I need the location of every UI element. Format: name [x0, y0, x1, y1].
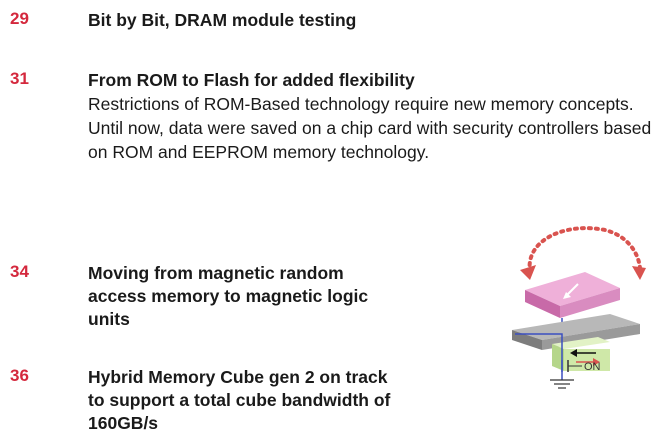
- pinned-arrowhead-black: [570, 349, 577, 357]
- arc-arrowhead-right: [632, 266, 646, 280]
- entry-description: Restrictions of ROM-Based technology req…: [88, 94, 652, 162]
- page-number: 36: [10, 366, 29, 385]
- page-number: 31: [10, 69, 29, 88]
- page-number: 29: [10, 9, 29, 28]
- page-number: 34: [10, 262, 29, 281]
- green-block-top: [552, 337, 610, 349]
- entry-title[interactable]: Moving from magnetic random access memor…: [88, 263, 369, 329]
- entry-title[interactable]: Hybrid Memory Cube gen 2 on track to sup…: [88, 367, 391, 433]
- green-block-side: [552, 344, 564, 371]
- free-layer-side: [525, 290, 560, 318]
- entry-title[interactable]: From ROM to Flash for added flexibility: [88, 70, 415, 90]
- magnet-arrowhead: [563, 292, 571, 299]
- entry-title[interactable]: Bit by Bit, DRAM module testing: [88, 10, 357, 30]
- free-layer-front: [560, 288, 620, 318]
- gray-layer-side: [512, 330, 542, 350]
- pinned-arrowhead-red: [593, 358, 600, 366]
- mram-illustration: ON: [470, 210, 660, 390]
- rotation-arc: [527, 226, 642, 274]
- arc-arrowhead-left: [520, 265, 536, 280]
- on-label: ON: [584, 361, 601, 373]
